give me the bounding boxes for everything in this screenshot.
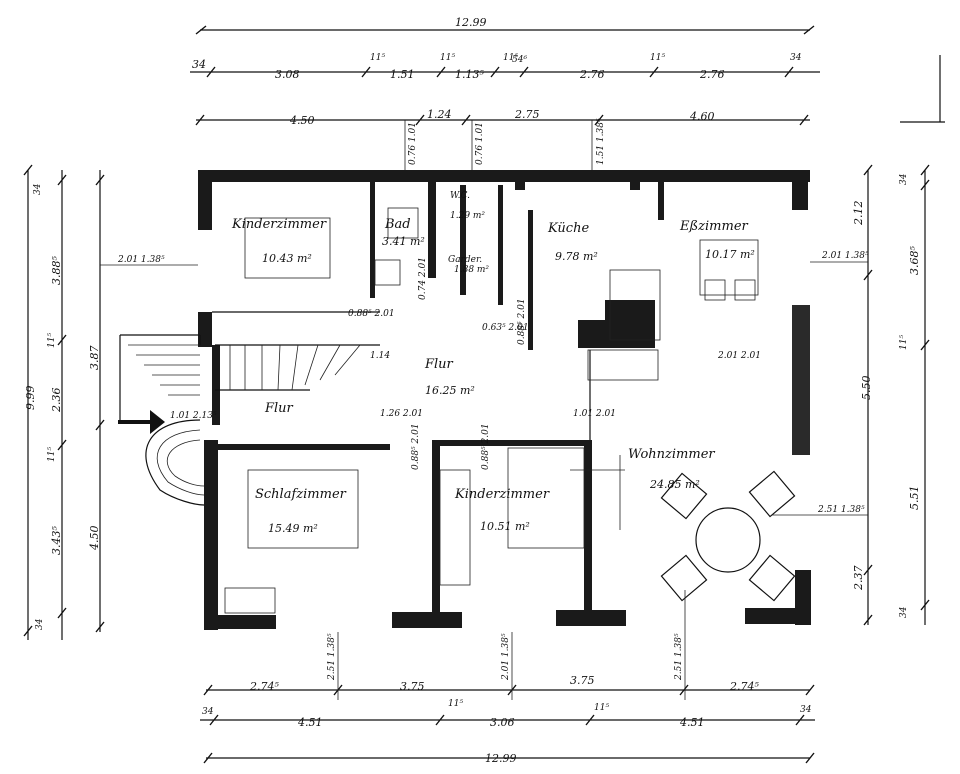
bottom-row2-dim-4: 3.06 [490, 716, 515, 729]
top-dim-9: 2.76 [579, 68, 605, 81]
right-dim-4: 5.50 [860, 376, 873, 401]
bottom-window-height-2: 2.01 1.38⁵ [501, 633, 511, 681]
right-window-dim-1: 2.01 1.38⁵ [821, 251, 869, 261]
top-dim-5: 11⁵ [440, 53, 455, 63]
room-area-bad: 3.41 m² [382, 235, 425, 248]
left-dim-3: 11⁵ [47, 333, 57, 348]
top-dim-12: 34 [790, 53, 802, 63]
bottom-row2-dim-2: 4.51 [297, 716, 323, 729]
door-labels: 0.88⁵ 2.01 0.74 2.01 0.63⁵ 2.01 1.26 2.0… [170, 257, 761, 470]
door-label-2: 0.74 2.01 [418, 257, 428, 300]
door-label-3: 0.63⁵ 2.01 [482, 323, 529, 333]
door-label-1: 0.88⁵ 2.01 [348, 309, 395, 319]
room-area-kinderzimmer-2: 10.51 m² [480, 520, 530, 533]
room-area-wohnzimmer: 24.85 m² [649, 478, 700, 491]
top-door-height-1: 0.76 1.01 [408, 122, 418, 165]
top-dim-7: 11⁵ [503, 53, 518, 63]
top-row2-dim-2: 1.24 [427, 108, 452, 121]
top-dim-3: 11⁵ [370, 53, 385, 63]
door-label-11: 1.14 [370, 351, 390, 361]
left-window-dim: 2.01 1.38⁵ [117, 255, 165, 265]
top-dim-4: 1.51 [390, 68, 415, 81]
top-overall-dim: 12.99 [455, 16, 487, 29]
left-dim-4: 2.36 [50, 388, 63, 414]
top-dimension-lines: 12.99 34 3.08 11⁵ 1.51 11⁵ 1.13⁵ 11⁵ 54⁶… [190, 16, 945, 175]
bottom-row2-dim-5: 11⁵ [594, 703, 609, 713]
right-inner-dim-1: 2.12 [852, 201, 865, 227]
top-row2-dim-3: 2.75 [514, 108, 540, 121]
bottom-dim-2: 3.75 [400, 680, 425, 693]
room-labels: Kinderzimmer 10.43 m² Bad 3.41 m² W.C. 1… [231, 191, 755, 535]
room-area-wc: 1.29 m² [450, 211, 485, 221]
room-area-schlafzimmer: 15.49 m² [268, 522, 318, 535]
room-name-schlafzimmer: Schlafzimmer [255, 487, 347, 502]
room-name-flur-lower: Flur [264, 401, 294, 416]
top-dim-10: 11⁵ [650, 53, 665, 63]
room-name-esszimmer: Eßzimmer [679, 219, 749, 234]
furniture [224, 207, 796, 614]
bottom-row2-dim-6: 4.51 [679, 716, 705, 729]
room-area-kinderzimmer-1: 10.43 m² [262, 252, 312, 265]
left-inner-dim-2: 4.50 [88, 526, 101, 552]
right-dim-2: 3.68⁵ [908, 246, 921, 275]
bottom-row2-dim-7: 34 [800, 705, 812, 715]
room-name-wohnzimmer: Wohnzimmer [628, 447, 715, 462]
room-name-garderobe: Garder. [448, 255, 482, 265]
bottom-dim-1: 2.74⁵ [249, 680, 279, 693]
left-total-dim: 9.99 [24, 386, 37, 411]
right-dim-6: 34 [899, 606, 909, 618]
right-dim-5: 5.51 [908, 486, 921, 511]
room-name-kinderzimmer-2: Kinderzimmer [454, 487, 550, 502]
right-dimension-lines: 34 3.68⁵ 11⁵ 5.50 5.51 34 2.12 2.37 2.01… [772, 164, 930, 626]
door-label-5: 0.88⁵ 2.01 [411, 423, 421, 470]
bottom-row2-dim-3: 11⁵ [448, 699, 463, 709]
left-dim-7: 34 [35, 618, 45, 630]
left-dim-6: 3.43⁵ [50, 526, 63, 555]
staircase [118, 334, 380, 506]
room-name-wc: W.C. [450, 191, 470, 201]
interior-walls [212, 178, 664, 612]
bottom-dim-3: 3.75 [570, 674, 595, 687]
door-label-8: 2.01 2.01 [717, 351, 761, 361]
left-dim-5: 11⁵ [47, 447, 57, 462]
room-name-flur-main: Flur [424, 357, 454, 372]
exterior-walls [198, 170, 811, 630]
top-door-height-2: 0.76 1.01 [475, 122, 485, 165]
room-area-garderobe: 1.88 m² [454, 265, 489, 275]
bottom-dimension-lines: 2.74⁵ 3.75 3.75 2.74⁵ 34 4.51 11⁵ 3.06 1… [200, 590, 815, 765]
top-row2-dim-1: 4.50 [289, 114, 315, 127]
top-dim-1: 34 [192, 58, 206, 71]
right-dim-3: 11⁵ [899, 335, 909, 350]
door-label-4: 1.26 2.01 [380, 409, 423, 419]
left-inner-dim-1: 3.87 [88, 346, 101, 371]
bottom-window-height-3: 2.51 1.38⁵ [674, 633, 684, 681]
bottom-dim-4: 2.74⁵ [729, 680, 759, 693]
room-name-kinderzimmer-1: Kinderzimmer [231, 217, 327, 232]
left-dim-2: 3.88⁵ [50, 256, 63, 285]
top-window-height: 1.51 1.38⁵ [596, 118, 606, 165]
top-dim-6: 1.13⁵ [455, 68, 484, 81]
right-window-dim-2: 2.51 1.38⁵ [817, 505, 865, 515]
door-label-6: 0.88⁵ 2.01 [481, 423, 491, 470]
door-label-10: 1.01 2.01 [573, 409, 616, 419]
room-area-esszimmer: 10.17 m² [705, 248, 755, 261]
top-row2-dim-4: 4.60 [689, 110, 715, 123]
top-dim-11: 2.76 [699, 68, 725, 81]
top-dim-8: 54⁶ [512, 55, 527, 65]
right-inner-dim-2: 2.37 [852, 566, 865, 592]
left-dimension-lines: 9.99 34 3.88⁵ 11⁵ 2.36 11⁵ 3.43⁵ 34 3.87… [23, 164, 198, 640]
right-dim-1: 34 [899, 173, 909, 185]
door-label-9: 1.01 2.13⁵ [170, 411, 217, 421]
room-name-bad: Bad [384, 217, 411, 232]
door-label-7: 0.88⁵ 2.01 [517, 298, 527, 345]
room-name-kueche: Küche [547, 221, 589, 236]
top-dim-2: 3.08 [275, 68, 300, 81]
bottom-window-height-1: 2.51 1.38⁵ [327, 633, 337, 681]
bottom-overall-dim: 12.99 [485, 752, 517, 765]
room-area-kueche: 9.78 m² [555, 250, 598, 263]
room-area-flur-main: 16.25 m² [425, 384, 475, 397]
left-dim-1: 34 [33, 183, 43, 195]
bottom-row2-dim-1: 34 [202, 707, 214, 717]
